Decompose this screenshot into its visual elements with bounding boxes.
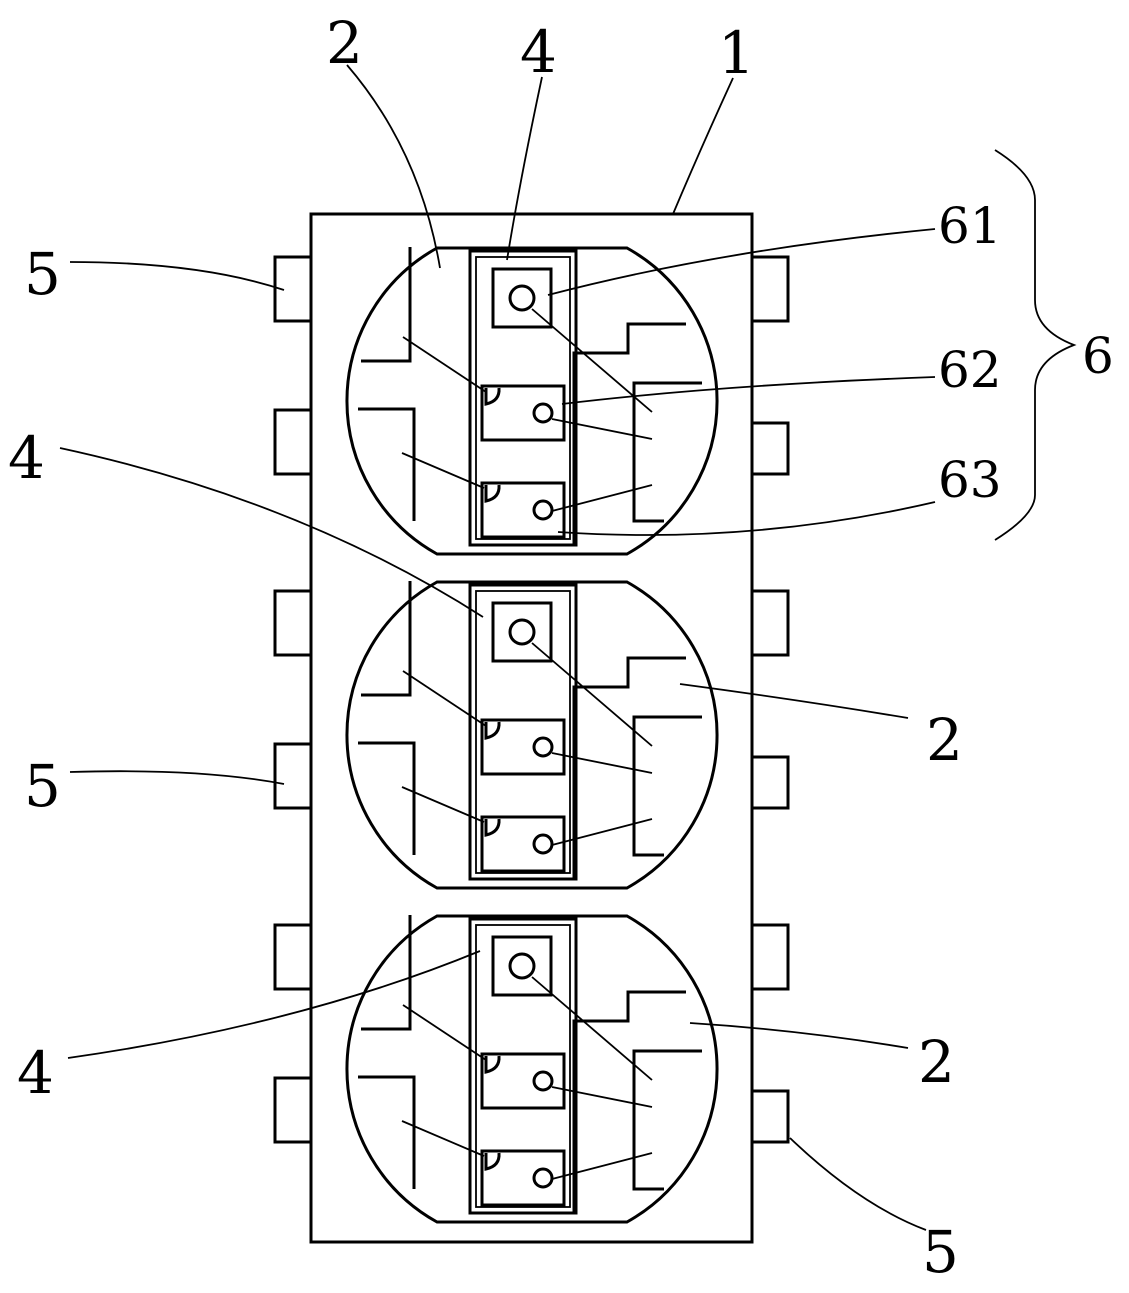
label-chip-63: 63 [938,451,1002,509]
board-outline [311,214,752,1242]
label-cup-bot: 2 [918,1028,955,1096]
label-frame-top: 4 [520,18,557,86]
label-frame-mid: 4 [8,424,45,492]
label-frame-bot: 4 [17,1039,54,1107]
led-unit-bottom [347,915,717,1222]
label-pin-bot-right: 5 [922,1218,959,1286]
brace [995,150,1074,540]
label-cup-mid: 2 [926,706,963,774]
led-unit-top [347,247,717,554]
label-chip-group: 6 [1082,327,1114,385]
label-cup-top: 2 [326,9,363,77]
led-unit-middle [347,581,717,888]
label-chip-61: 61 [938,197,1002,255]
label-board: 1 [718,19,755,87]
label-pin-top-left: 5 [24,240,61,308]
label-pin-mid-left: 5 [24,752,61,820]
label-chip-62: 62 [938,341,1002,399]
